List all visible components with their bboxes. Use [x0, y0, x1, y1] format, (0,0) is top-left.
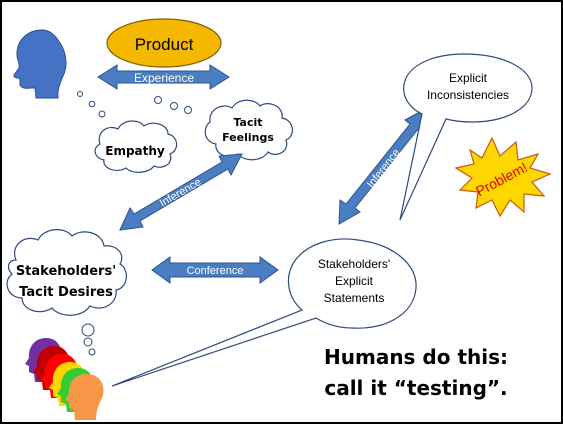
product-node: [106, 18, 222, 68]
thought-dots: [77, 91, 192, 118]
problem-starburst: [454, 136, 552, 218]
inference-left-arrow: [119, 153, 243, 231]
tacit-desires-label-1: Stakeholders': [16, 264, 116, 279]
explicit-statements-label-1: Stakeholders': [318, 257, 390, 271]
tacit-feelings-label-2: Feelings: [222, 131, 274, 144]
tacit-desires-label-2: Tacit Desires: [19, 285, 113, 300]
person-head-icon: [13, 29, 67, 99]
crowd-heads-icon: [25, 338, 104, 420]
explicit-statements-label-3: Statements: [324, 291, 385, 305]
explicit-inconsistencies-label-1: Explicit: [449, 71, 488, 85]
empathy-cloud: [94, 120, 178, 173]
caption-line-2: call it “testing”.: [324, 376, 507, 400]
crowd-thought-dots: [81, 323, 96, 356]
tacit-desires-cloud: [6, 229, 127, 316]
inference-right-label: Inference: [365, 147, 403, 191]
experience-arrow-label: Experience: [134, 71, 194, 85]
inference-left-label: Inference: [158, 176, 204, 209]
tacit-feelings-label-1: Tacit: [233, 116, 262, 129]
tacit-feelings-cloud: [204, 99, 293, 161]
explicit-statements-label-2: Explicit: [335, 274, 374, 288]
explicit-inconsistencies-label-2: Inconsistencies: [427, 88, 509, 102]
product-label: Product: [135, 35, 194, 54]
conference-arrow-label: Conference: [187, 265, 244, 277]
explicit-statements-bubble: [111, 238, 417, 387]
caption-line-1: Humans do this:: [324, 345, 508, 369]
explicit-inconsistencies-bubble: [399, 53, 533, 221]
experience-arrow: [97, 64, 230, 90]
empathy-label: Empathy: [105, 144, 165, 158]
conference-arrow: [151, 256, 279, 284]
